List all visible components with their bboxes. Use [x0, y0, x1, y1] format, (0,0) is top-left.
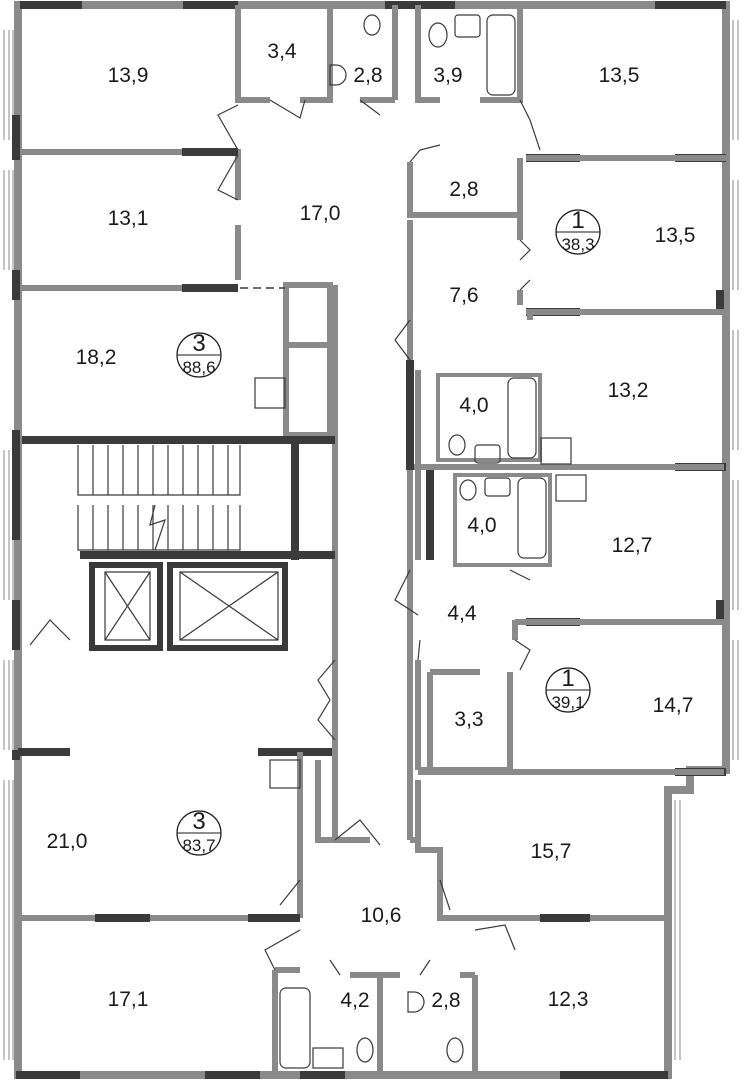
- room-area: 13,2: [608, 379, 649, 402]
- outer-walls: [12, 1, 730, 1079]
- doors: [29, 99, 541, 976]
- apartment-badge: 3 88,6: [176, 330, 222, 378]
- room-area: 4,0: [467, 514, 496, 537]
- room-area: 2,8: [449, 178, 478, 201]
- apartment-badge: 1 38,3: [555, 207, 601, 255]
- apartment-area: 88,6: [182, 358, 215, 377]
- fixtures: [254, 14, 587, 1069]
- apartment-badge: 3 83,7: [176, 808, 222, 856]
- room-area: 15,7: [531, 840, 572, 863]
- room-area: 13,5: [599, 64, 640, 87]
- room-area: 4,2: [340, 989, 369, 1012]
- apartment-badge: 1 39,1: [545, 665, 591, 713]
- room-area: 17,1: [108, 988, 149, 1011]
- room-area: 12,7: [612, 534, 653, 557]
- apartment-rooms: 1: [561, 665, 574, 692]
- stairs: [77, 445, 279, 641]
- room-area: 13,9: [108, 64, 149, 87]
- room-area: 13,5: [655, 224, 696, 247]
- room-area: 21,0: [47, 830, 88, 853]
- apartment-area: 83,7: [182, 836, 215, 855]
- room-area: 17,0: [300, 202, 341, 225]
- apartment-rooms: 3: [192, 808, 205, 835]
- room-area: 18,2: [76, 346, 117, 369]
- interior-walls: [18, 5, 726, 1075]
- apartment-area: 39,1: [551, 693, 584, 712]
- room-area: 14,7: [653, 694, 694, 717]
- room-area: 4,4: [447, 602, 477, 625]
- room-area: 2,8: [431, 989, 460, 1012]
- room-area: 3,3: [454, 708, 483, 731]
- room-area: 3,4: [267, 40, 297, 63]
- room-area: 12,3: [548, 988, 589, 1011]
- room-area: 13,1: [108, 207, 149, 230]
- apartment-area: 38,3: [561, 235, 594, 254]
- room-area: 2,8: [353, 64, 382, 87]
- room-labels: 13,9 3,4 2,8 3,9 13,5 13,1 17,0 2,8 13,5…: [47, 40, 696, 1012]
- room-area: 10,6: [361, 904, 402, 927]
- apartment-rooms: 1: [571, 207, 584, 234]
- room-area: 4,0: [459, 394, 488, 417]
- apartment-rooms: 3: [192, 330, 205, 357]
- room-area: 7,6: [449, 284, 478, 307]
- room-area: 3,9: [433, 64, 462, 87]
